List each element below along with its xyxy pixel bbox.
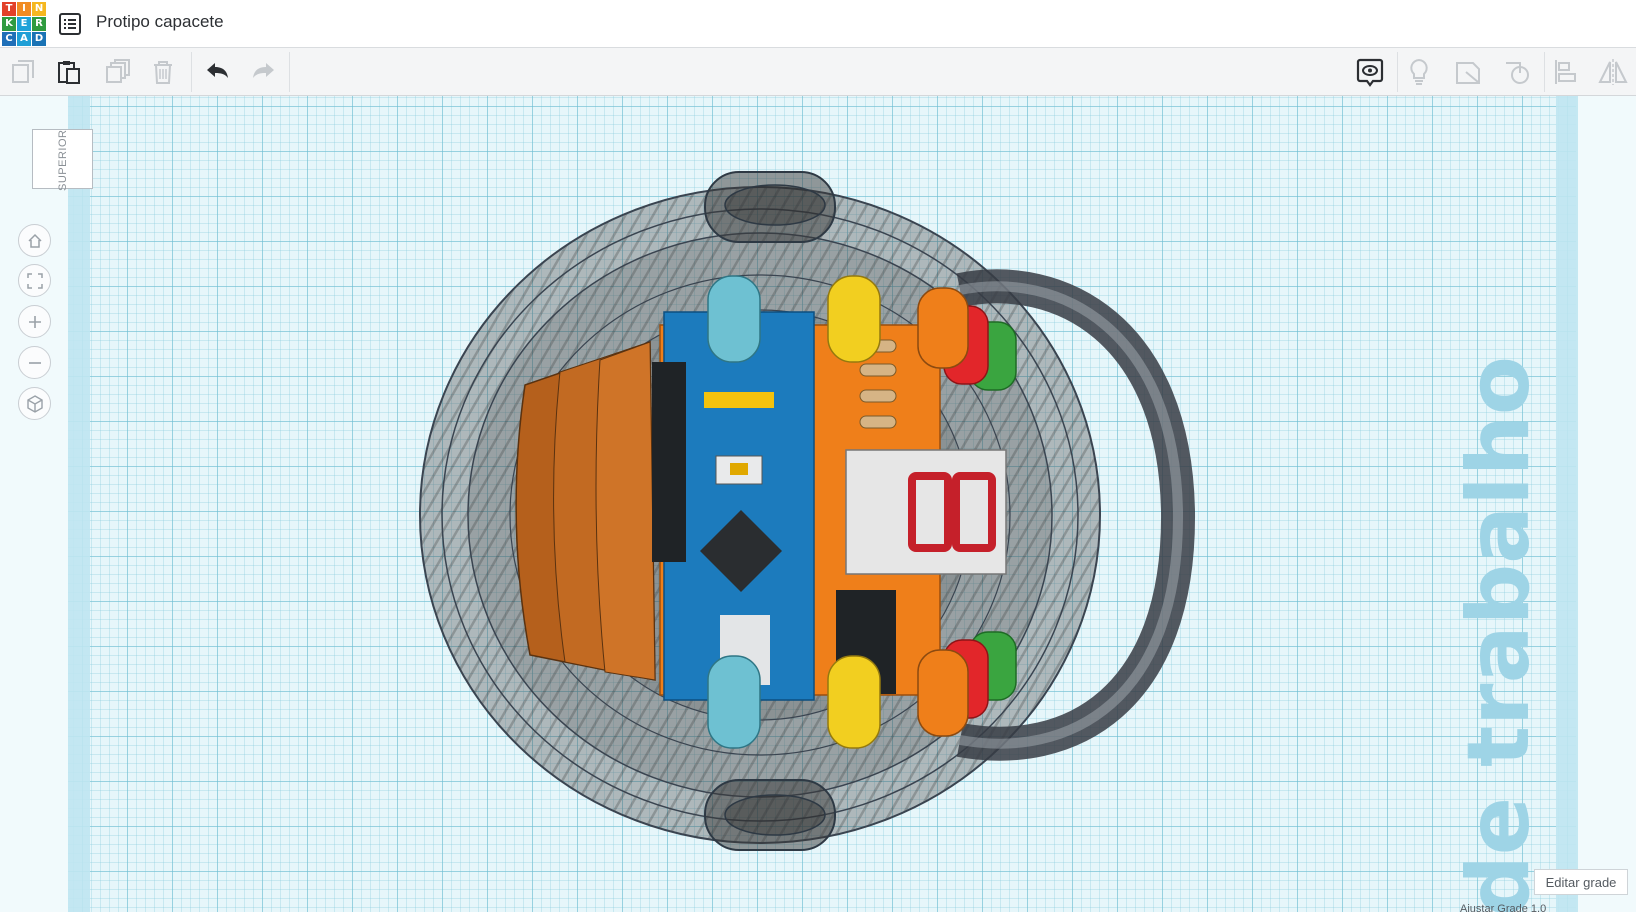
seven-segment-display[interactable] bbox=[845, 449, 1007, 575]
duplicate-button[interactable] bbox=[103, 57, 133, 87]
fit-view-button[interactable] bbox=[18, 264, 51, 297]
logo-letter: N bbox=[32, 2, 46, 16]
group-icon bbox=[1456, 62, 1480, 84]
copy-button[interactable] bbox=[9, 57, 39, 87]
ungroup-icon bbox=[1506, 62, 1529, 84]
zoom-out-button[interactable] bbox=[18, 346, 51, 379]
lightbulb-icon bbox=[1410, 58, 1428, 85]
copy-icon bbox=[12, 60, 34, 83]
logo-letter: D bbox=[32, 32, 46, 46]
led-group[interactable] bbox=[707, 275, 1017, 749]
undo-button[interactable] bbox=[202, 57, 232, 87]
redo-icon bbox=[253, 63, 274, 78]
align-icon bbox=[1555, 60, 1576, 84]
redo-button[interactable] bbox=[249, 57, 279, 87]
workplane-viewport[interactable]: de trabalho bbox=[0, 96, 1636, 912]
view-cube-face-label: SUPERIOR bbox=[57, 129, 69, 191]
logo-letter: E bbox=[17, 17, 31, 31]
toolbar-separator bbox=[1397, 52, 1398, 92]
paste-icon bbox=[58, 61, 80, 84]
undo-icon bbox=[207, 63, 228, 78]
cube-icon bbox=[26, 394, 43, 413]
logo-letter: C bbox=[2, 32, 16, 46]
notes-button[interactable] bbox=[1404, 57, 1434, 87]
toolbar-separator bbox=[191, 52, 192, 92]
toolbar-separator bbox=[289, 52, 290, 92]
logo-letter: I bbox=[17, 2, 31, 16]
paste-button[interactable] bbox=[54, 57, 84, 87]
home-view-button[interactable] bbox=[18, 224, 51, 257]
view-cube[interactable]: SUPERIOR bbox=[32, 129, 93, 191]
minus-icon bbox=[28, 361, 41, 364]
align-button[interactable] bbox=[1551, 57, 1581, 87]
edit-toolbar bbox=[0, 48, 1636, 96]
trash-icon bbox=[154, 61, 172, 84]
eye-bubble-icon bbox=[1356, 58, 1384, 87]
show-all-button[interactable] bbox=[1355, 57, 1385, 87]
logo-letter: A bbox=[17, 32, 31, 46]
home-icon bbox=[27, 233, 42, 248]
snap-grid-label[interactable]: Ajustar Grade 1,0 bbox=[1460, 903, 1547, 912]
logo-letter: T bbox=[2, 2, 16, 16]
zoom-in-button[interactable] bbox=[18, 305, 51, 338]
ungroup-button[interactable] bbox=[1502, 57, 1532, 87]
orange-side-panel[interactable] bbox=[515, 340, 656, 681]
arduino-board[interactable] bbox=[652, 311, 815, 701]
perspective-button[interactable] bbox=[18, 387, 51, 420]
duplicate-icon bbox=[106, 59, 130, 83]
toolbar-separator bbox=[1544, 52, 1545, 92]
delete-button[interactable] bbox=[148, 57, 178, 87]
mirror-button[interactable] bbox=[1598, 57, 1628, 87]
workplane-edge-right bbox=[1556, 96, 1578, 912]
workplane-edge-left bbox=[68, 96, 90, 912]
plus-icon bbox=[28, 315, 41, 328]
logo-letter: K bbox=[2, 17, 16, 31]
model-scene[interactable] bbox=[0, 96, 1636, 912]
edit-grid-button[interactable]: Editar grade bbox=[1534, 869, 1628, 895]
fit-icon bbox=[26, 272, 43, 289]
group-button[interactable] bbox=[1453, 57, 1483, 87]
logo-letter: R bbox=[32, 17, 46, 31]
document-title[interactable]: Protipo capacete bbox=[96, 12, 224, 31]
mirror-icon bbox=[1598, 59, 1628, 85]
design-list-icon[interactable] bbox=[58, 12, 82, 36]
